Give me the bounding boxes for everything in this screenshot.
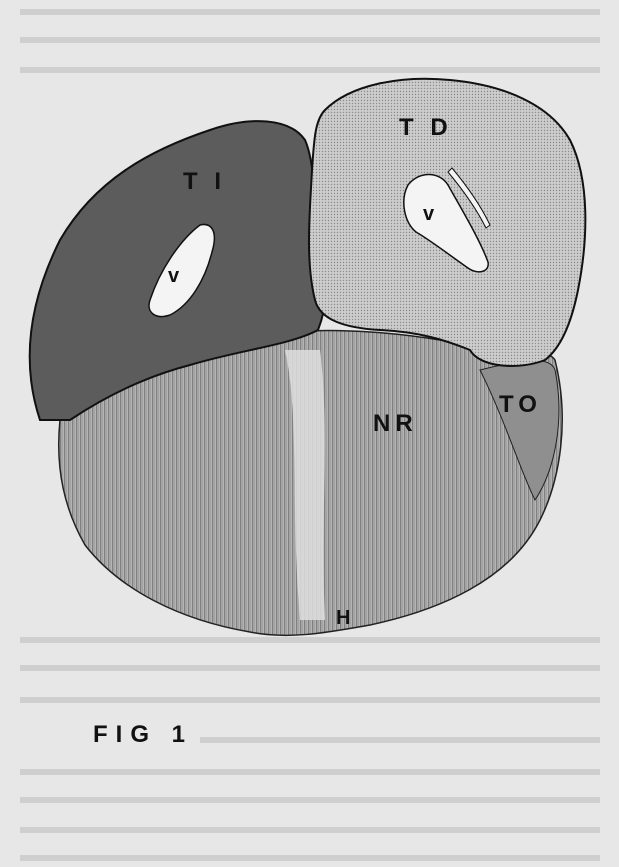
label-left-region: T I: [183, 168, 226, 195]
label-center-region: NR: [373, 410, 418, 437]
label-right-region: T D: [399, 114, 453, 141]
label-right-lower-region: TO: [499, 391, 542, 418]
label-right-cavity: v: [423, 203, 435, 225]
figure-caption: FIG 1: [93, 721, 193, 748]
label-bottom-region: H: [336, 607, 350, 629]
label-left-cavity: v: [168, 265, 180, 287]
